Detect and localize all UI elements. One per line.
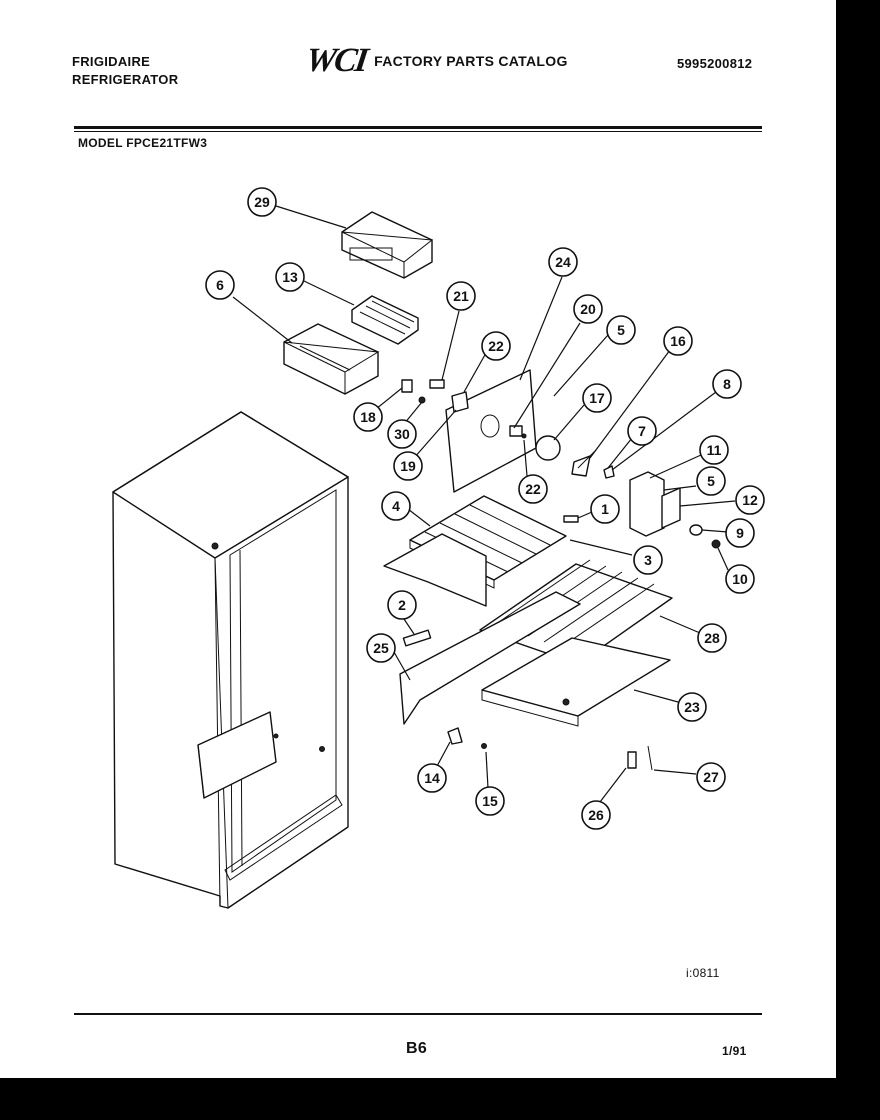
- callout-26: 26: [581, 800, 611, 830]
- footer-rule: [74, 1013, 762, 1015]
- callout-3: 3: [633, 545, 663, 575]
- callout-label: 3: [644, 552, 652, 568]
- callout-6: 6: [205, 270, 235, 300]
- part-2-rod: [402, 629, 432, 647]
- callout-label: 9: [736, 525, 744, 541]
- callout-label: 1: [601, 501, 609, 517]
- callout-label: 11: [707, 442, 722, 458]
- part-6-ice-bin: [283, 323, 380, 395]
- brand-block: FRIGIDAIRE REFRIGERATOR: [72, 53, 178, 89]
- leader-lines: [232, 205, 736, 803]
- callout-22b: 22: [518, 474, 548, 504]
- callout-13: 13: [275, 262, 305, 292]
- callout-29: 29: [247, 187, 277, 217]
- callout-9: 9: [725, 518, 755, 548]
- callout-28: 28: [697, 623, 727, 653]
- callout-15: 15: [475, 786, 505, 816]
- callout-10: 10: [725, 564, 755, 594]
- callout-label: 16: [670, 333, 686, 349]
- callout-label: 13: [282, 269, 298, 285]
- part-25-shelf-support: [399, 591, 581, 725]
- part-1-pin: [563, 515, 579, 523]
- callout-2: 2: [387, 590, 417, 620]
- callout-23: 23: [677, 692, 707, 722]
- page-edge-right: [836, 0, 880, 1120]
- callout-1: 1: [590, 494, 620, 524]
- callout-5b: 5: [696, 466, 726, 496]
- parts-26-27-hardware: [627, 745, 653, 771]
- callout-label: 5: [707, 473, 715, 489]
- callout-label: 29: [254, 194, 270, 210]
- diagram-code: i:0811: [686, 966, 720, 980]
- cabinet-shell: [112, 411, 349, 909]
- parts-14-15-hardware: [447, 727, 487, 749]
- callout-8: 8: [712, 369, 742, 399]
- page-number: B6: [406, 1040, 428, 1057]
- callout-16: 16: [663, 326, 693, 356]
- callout-label: 20: [580, 301, 596, 317]
- callout-label: 22: [525, 481, 541, 497]
- model-number: MODEL FPCE21TFW3: [78, 136, 208, 150]
- callout-label: 7: [638, 423, 646, 439]
- catalog-number: 5995200812: [677, 56, 753, 71]
- callout-label: 22: [488, 338, 504, 354]
- callout-label: 23: [684, 699, 700, 715]
- callout-label: 8: [723, 376, 731, 392]
- callout-24: 24: [548, 247, 578, 277]
- part-23-crisper-cover: [481, 637, 671, 727]
- part-11-control-housing: [629, 471, 721, 549]
- callout-11: 11: [699, 435, 729, 465]
- callout-14: 14: [417, 763, 447, 793]
- callout-30: 30: [387, 419, 417, 449]
- callout-12: 12: [735, 485, 765, 515]
- catalog-header: WCI FACTORY PARTS CATALOG: [303, 42, 568, 79]
- part-29-shelf-bin: [341, 211, 434, 279]
- part-4-freezer-shelf: [383, 495, 567, 607]
- callout-label: 4: [392, 498, 400, 514]
- header-rule: [74, 126, 762, 129]
- callout-22a: 22: [481, 331, 511, 361]
- callout-25: 25: [366, 633, 396, 663]
- callout-19: 19: [393, 451, 423, 481]
- callout-4: 4: [381, 491, 411, 521]
- parts-thermostat-group: [401, 379, 523, 437]
- callout-label: 5: [617, 322, 625, 338]
- callout-5a: 5: [606, 315, 636, 345]
- callout-label: 26: [588, 807, 604, 823]
- callout-label: 25: [373, 640, 389, 656]
- callout-label: 18: [360, 409, 376, 425]
- catalog-title: FACTORY PARTS CATALOG: [374, 53, 568, 69]
- revision-date: 1/91: [722, 1044, 747, 1058]
- callout-18: 18: [353, 402, 383, 432]
- callout-17: 17: [582, 383, 612, 413]
- callout-21: 21: [446, 281, 476, 311]
- callout-7: 7: [627, 416, 657, 446]
- callout-label: 27: [703, 769, 719, 785]
- product-type: REFRIGERATOR: [72, 72, 179, 87]
- callout-27: 27: [696, 762, 726, 792]
- callout-label: 21: [453, 288, 469, 304]
- callout-20: 20: [573, 294, 603, 324]
- callout-label: 17: [589, 390, 605, 406]
- callout-label: 2: [398, 597, 406, 613]
- callout-label: 19: [400, 458, 416, 474]
- callout-label: 10: [732, 571, 748, 587]
- callout-label: 12: [742, 492, 758, 508]
- callout-label: 6: [216, 277, 224, 293]
- parts-fan-group: [535, 435, 615, 479]
- callout-label: 30: [394, 426, 410, 442]
- brand-name: FRIGIDAIRE: [72, 54, 151, 69]
- callout-label: 28: [704, 630, 720, 646]
- part-13-ice-tray: [351, 295, 419, 345]
- page-edge-bottom: [0, 1078, 880, 1120]
- callout-label: 14: [424, 770, 440, 786]
- callout-label: 24: [555, 254, 571, 270]
- callout-label: 15: [482, 793, 498, 809]
- header-rule-thin: [74, 131, 762, 132]
